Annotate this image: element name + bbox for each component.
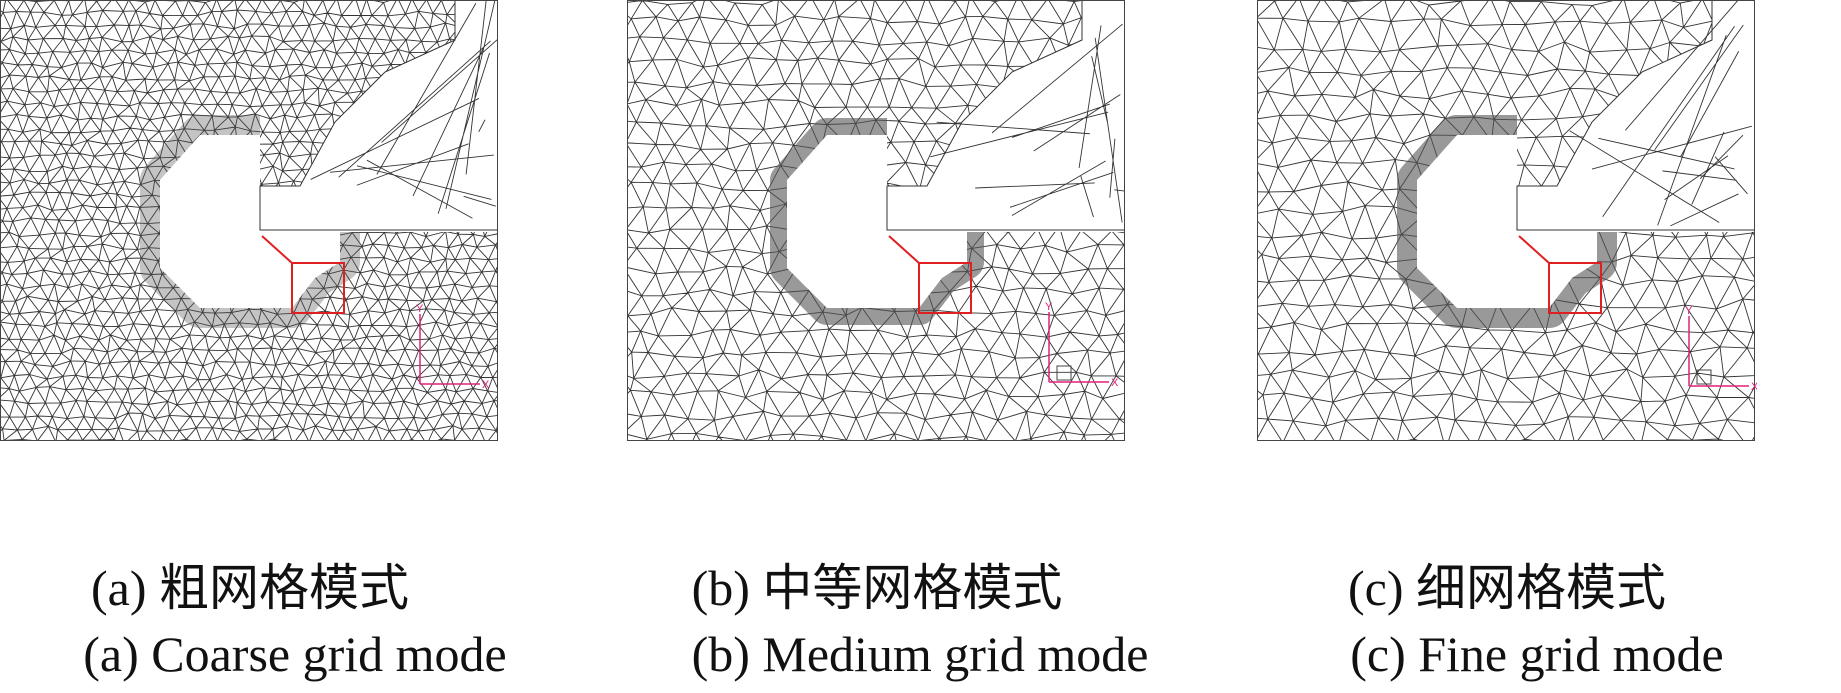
zoom-leader-line [1518, 235, 1550, 264]
y-axis-label: Y [1685, 305, 1693, 317]
tool-outline [886, 0, 1125, 231]
mesh-group [1257, 0, 1755, 441]
zoom-leader-line [888, 235, 920, 264]
panel-border [1257, 0, 1755, 441]
coordinate-axes [1048, 312, 1109, 383]
zoom-box [918, 262, 972, 314]
zoom-box [1548, 262, 1602, 314]
y-axis-label: Y [1045, 301, 1053, 313]
cavity-void [160, 0, 498, 308]
mesh-panel-c: XY [1257, 0, 1757, 441]
caption-cn-b: (b) 中等网格模式 [691, 560, 1063, 616]
y-axis-label: Y [416, 303, 424, 315]
caption-cn-c: (c) 细网格模式 [1348, 560, 1666, 616]
caption-en-c: (c) Fine grid mode [1350, 626, 1724, 682]
caption-cn-a: (a) 粗网格模式 [91, 560, 409, 616]
tool-mesh [930, 23, 1125, 223]
panel-border [627, 0, 1125, 441]
x-axis-label: X [1751, 381, 1757, 393]
coordinate-axes [1688, 316, 1749, 387]
mesh-group [0, 0, 498, 441]
zoom-leader-line [261, 235, 293, 264]
caption-en-a: (a) Coarse grid mode [83, 626, 507, 682]
panel-border [0, 0, 498, 441]
mesh-panel-a: XY [0, 0, 498, 441]
cavity-void [1417, 0, 1755, 308]
coordinate-axes [419, 314, 480, 385]
tool-outline [1516, 0, 1755, 231]
tool-outline [259, 0, 498, 231]
origin-marker [1696, 369, 1712, 385]
mesh-group [627, 0, 1125, 441]
zoom-box [291, 262, 345, 314]
x-axis-label: X [1111, 377, 1119, 389]
x-axis-label: X [482, 379, 490, 391]
tool-mesh [1569, 0, 1752, 227]
tool-mesh [310, 0, 498, 219]
mesh-panel-b: XY [627, 0, 1125, 441]
origin-marker [1056, 365, 1072, 381]
caption-en-b: (b) Medium grid mode [691, 626, 1149, 682]
cavity-void [787, 0, 1125, 308]
